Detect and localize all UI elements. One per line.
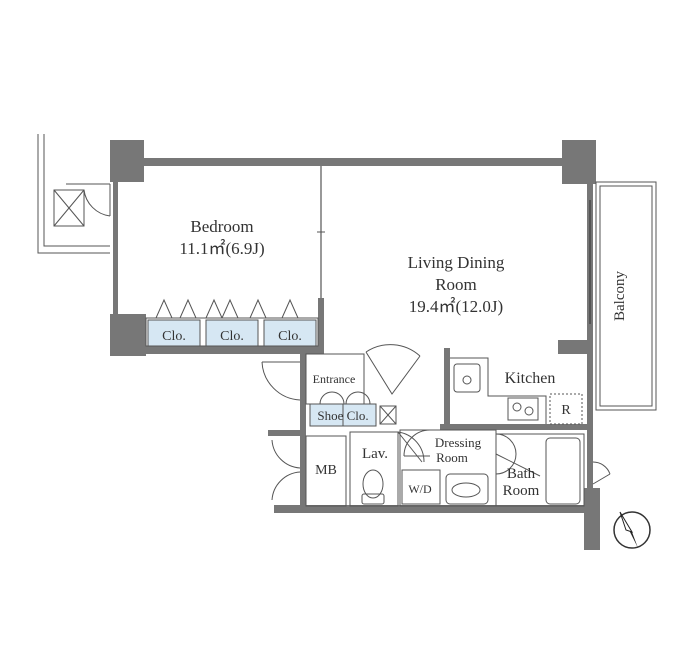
- kitchen: [450, 357, 583, 425]
- closet-bottom-wall: [146, 346, 322, 354]
- column-right: [558, 340, 593, 354]
- column-top-left: [110, 140, 144, 182]
- closet-2: [205, 319, 259, 347]
- kitchen-bottom-wall: [440, 424, 590, 430]
- left-wall: [113, 182, 118, 314]
- closet-label-1: Clo.: [162, 329, 186, 344]
- bedroom-name: Bedroom: [190, 217, 253, 236]
- closet-3: [263, 319, 317, 347]
- column-bottom-right: [584, 488, 600, 550]
- column-bottom-left: [110, 314, 146, 356]
- closet-1: [147, 319, 201, 347]
- lav-label: Lav.: [362, 446, 388, 462]
- bottom-wall: [274, 505, 587, 513]
- stove-icon: [507, 397, 539, 421]
- bedroom-area: 11.1㎡(6.9J): [179, 239, 264, 258]
- toilet-icon: [361, 469, 385, 505]
- north-compass-icon: [613, 511, 651, 549]
- balcony-label: Balcony: [612, 271, 628, 321]
- wd-label: W/D: [408, 482, 432, 496]
- shoe-closet-label: Shoe Clo.: [317, 408, 368, 423]
- closets: [145, 298, 319, 347]
- refrigerator-label: R: [561, 403, 571, 418]
- meter-box: [271, 435, 347, 507]
- mb-top-wall: [268, 430, 304, 436]
- living-name-1: Living Dining: [408, 253, 505, 272]
- bath-label-1: Bath: [507, 466, 536, 482]
- column-top-right: [562, 140, 596, 184]
- entrance-label: Entrance: [313, 372, 356, 386]
- dressing-label-1: Dressing: [435, 435, 482, 450]
- kitchen-wall: [444, 348, 450, 428]
- bath-label-2: Room: [503, 483, 540, 499]
- entrance: [261, 344, 421, 427]
- dressing-label-2: Room: [436, 450, 468, 465]
- closet-label-2: Clo.: [220, 329, 244, 344]
- bath-room: [495, 433, 611, 507]
- wash-basin-icon: [451, 482, 481, 498]
- kitchen-label: Kitchen: [505, 370, 556, 387]
- mb-label: MB: [315, 463, 337, 478]
- sink-icon: [453, 363, 481, 393]
- living-name-2: Room: [435, 275, 477, 294]
- balcony: [589, 181, 657, 411]
- lavatory: [349, 431, 425, 507]
- refrigerator: [549, 393, 583, 425]
- partition-stub: [318, 298, 324, 354]
- closet-label-3: Clo.: [278, 329, 302, 344]
- top-wall: [140, 158, 568, 166]
- exterior-stair: [37, 134, 111, 254]
- walls: [110, 140, 600, 550]
- living-area: 19.4㎡(12.0J): [409, 297, 503, 316]
